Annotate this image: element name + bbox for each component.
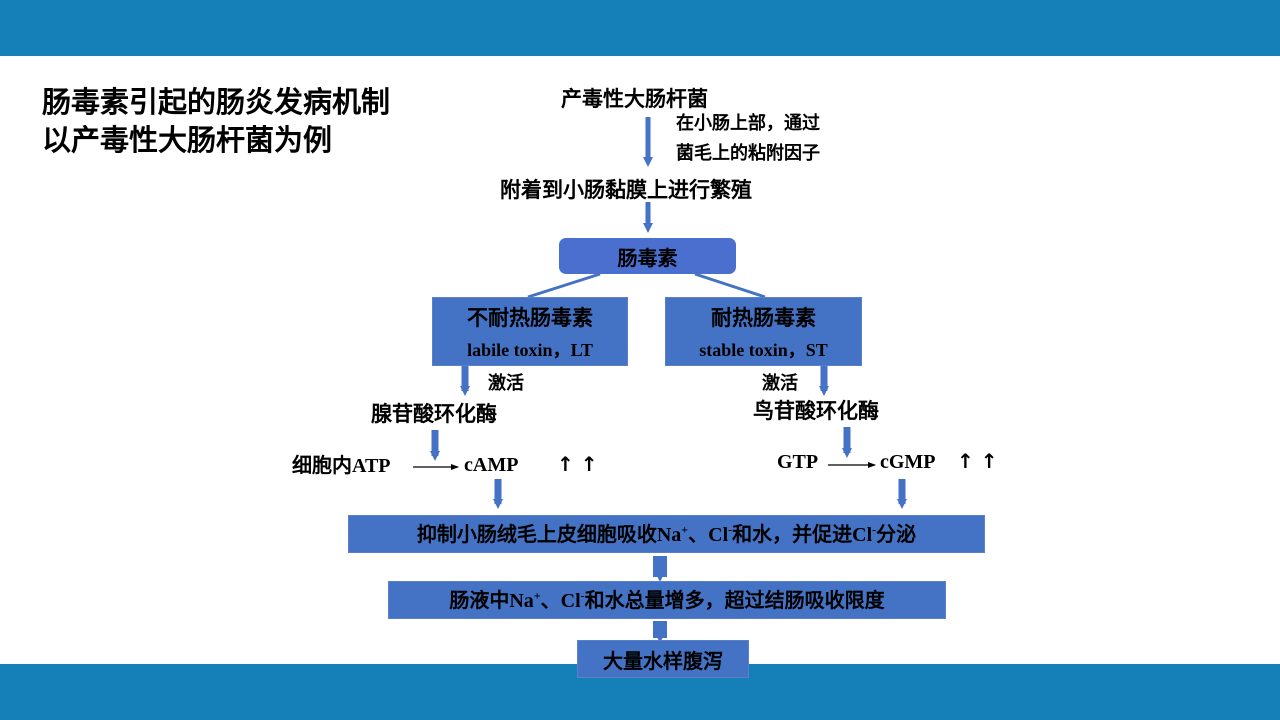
guanylate-cyclase-label: 鸟苷酸环化酶 — [753, 399, 879, 423]
gtp-label: GTP — [777, 451, 819, 473]
branch-line-left — [527, 272, 601, 299]
cgmp-label: cGMP — [880, 451, 936, 473]
fluid-increase-box: 肠液中Na+、Cl-和水总量增多，超过结肠吸收限度 — [388, 581, 946, 619]
activate-left-label: 激活 — [488, 373, 524, 394]
via-text-line2: 菌毛上的粘附因子 — [676, 143, 820, 164]
attach-label: 附着到小肠黏膜上进行繁殖 — [500, 178, 752, 202]
enterotoxin-label: 肠毒素 — [617, 245, 678, 270]
diarrhea-label: 大量水样腹泻 — [603, 648, 723, 673]
lt-cn-label: 不耐热肠毒素 — [467, 305, 593, 330]
inhibit-absorption-box: 抑制小肠绒毛上皮细胞吸收Na+、Cl-和水，并促进Cl-分泌 — [348, 515, 985, 553]
st-cn-label: 耐热肠毒素 — [711, 305, 816, 330]
lt-box: 不耐热肠毒素 labile toxin，LT — [432, 297, 628, 366]
activate-right-label: 激活 — [762, 373, 798, 394]
enterotoxin-box: 肠毒素 — [559, 238, 736, 274]
via-text-line1: 在小肠上部，通过 — [676, 113, 820, 134]
branch-line-right — [694, 272, 766, 299]
cgmp-up-arrows: ↑ ↑ — [957, 449, 998, 473]
inhibit-text: 抑制小肠绒毛上皮细胞吸收Na+、Cl-和水，并促进Cl-分泌 — [416, 521, 917, 546]
slide-title-line1: 肠毒素引起的肠炎发病机制 — [42, 85, 391, 119]
camp-label: cAMP — [464, 454, 519, 476]
top-band — [0, 0, 1280, 56]
reaction-prefix: 细胞内 — [292, 453, 352, 477]
increase-text: 肠液中Na+、Cl-和水总量增多，超过结肠吸收限度 — [449, 587, 885, 612]
adenylate-cyclase-label: 腺苷酸环化酶 — [371, 402, 497, 426]
st-box: 耐热肠毒素 stable toxin，ST — [665, 297, 862, 366]
slide-title-line2: 以产毒性大肠杆菌为例 — [42, 123, 333, 157]
atp-reaction: 细胞内ATP — [292, 453, 391, 478]
diarrhea-box: 大量水样腹泻 — [577, 640, 749, 678]
st-en-label: stable toxin，ST — [699, 339, 828, 360]
atp-label: ATP — [352, 455, 391, 477]
lt-en-label: labile toxin，LT — [467, 339, 593, 360]
bacteria-label: 产毒性大肠杆菌 — [561, 87, 708, 111]
camp-up-arrows: ↑ ↑ — [557, 452, 598, 476]
